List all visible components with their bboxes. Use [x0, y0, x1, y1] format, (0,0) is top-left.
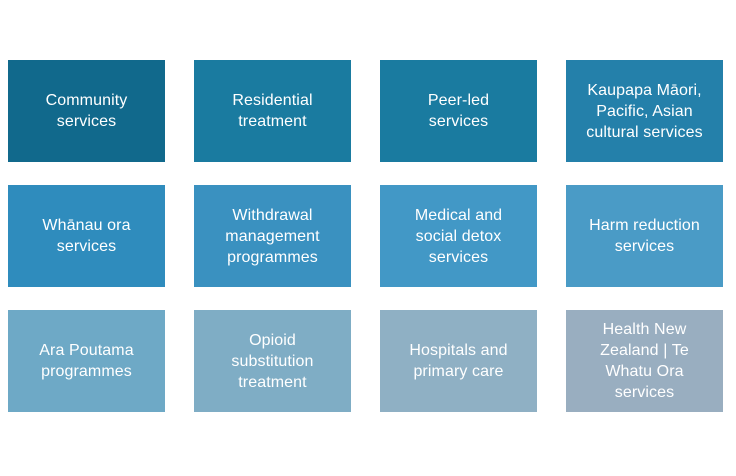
service-card-ara-poutama-programmes[interactable]: Ara Poutama programmes — [8, 310, 165, 412]
service-card-opioid-substitution-treatment[interactable]: Opioid substitution treatment — [194, 310, 351, 412]
service-card-peer-led-services[interactable]: Peer-led services — [380, 60, 537, 162]
service-card-residential-treatment[interactable]: Residential treatment — [194, 60, 351, 162]
service-card-label: Community services — [45, 92, 128, 130]
service-card-label: Opioid substitution treatment — [231, 331, 314, 391]
service-card-community-services[interactable]: Community services — [8, 60, 165, 162]
service-card-withdrawal-management-programmes[interactable]: Withdrawal management programmes — [194, 185, 351, 287]
service-card-label: Medical and social detox services — [414, 206, 503, 266]
service-card-harm-reduction-services[interactable]: Harm reduction services — [566, 185, 723, 287]
service-card-label: Ara Poutama programmes — [39, 342, 134, 380]
service-card-medical-and-social-detox-services[interactable]: Medical and social detox services — [380, 185, 537, 287]
service-card-label: Health New Zealand | Te Whatu Ora servic… — [600, 321, 689, 401]
service-card-label: Kaupapa Māori, Pacific, Asian cultural s… — [586, 81, 703, 141]
service-card-label: Residential treatment — [232, 92, 313, 130]
service-card-label: Peer-led services — [427, 92, 490, 130]
service-card-label: Whānau ora services — [42, 217, 131, 255]
service-card-kaupapa-maori-pacific-asian-cultural-services[interactable]: Kaupapa Māori, Pacific, Asian cultural s… — [566, 60, 723, 162]
service-card-label: Withdrawal management programmes — [225, 206, 320, 266]
service-card-whanau-ora-services[interactable]: Whānau ora services — [8, 185, 165, 287]
service-card-health-new-zealand-te-whatu-ora-services[interactable]: Health New Zealand | Te Whatu Ora servic… — [566, 310, 723, 412]
service-card-grid: Community services Residential treatment… — [8, 60, 724, 412]
service-card-hospitals-and-primary-care[interactable]: Hospitals and primary care — [380, 310, 537, 412]
service-card-label: Hospitals and primary care — [409, 342, 508, 380]
service-card-label: Harm reduction services — [589, 217, 700, 255]
